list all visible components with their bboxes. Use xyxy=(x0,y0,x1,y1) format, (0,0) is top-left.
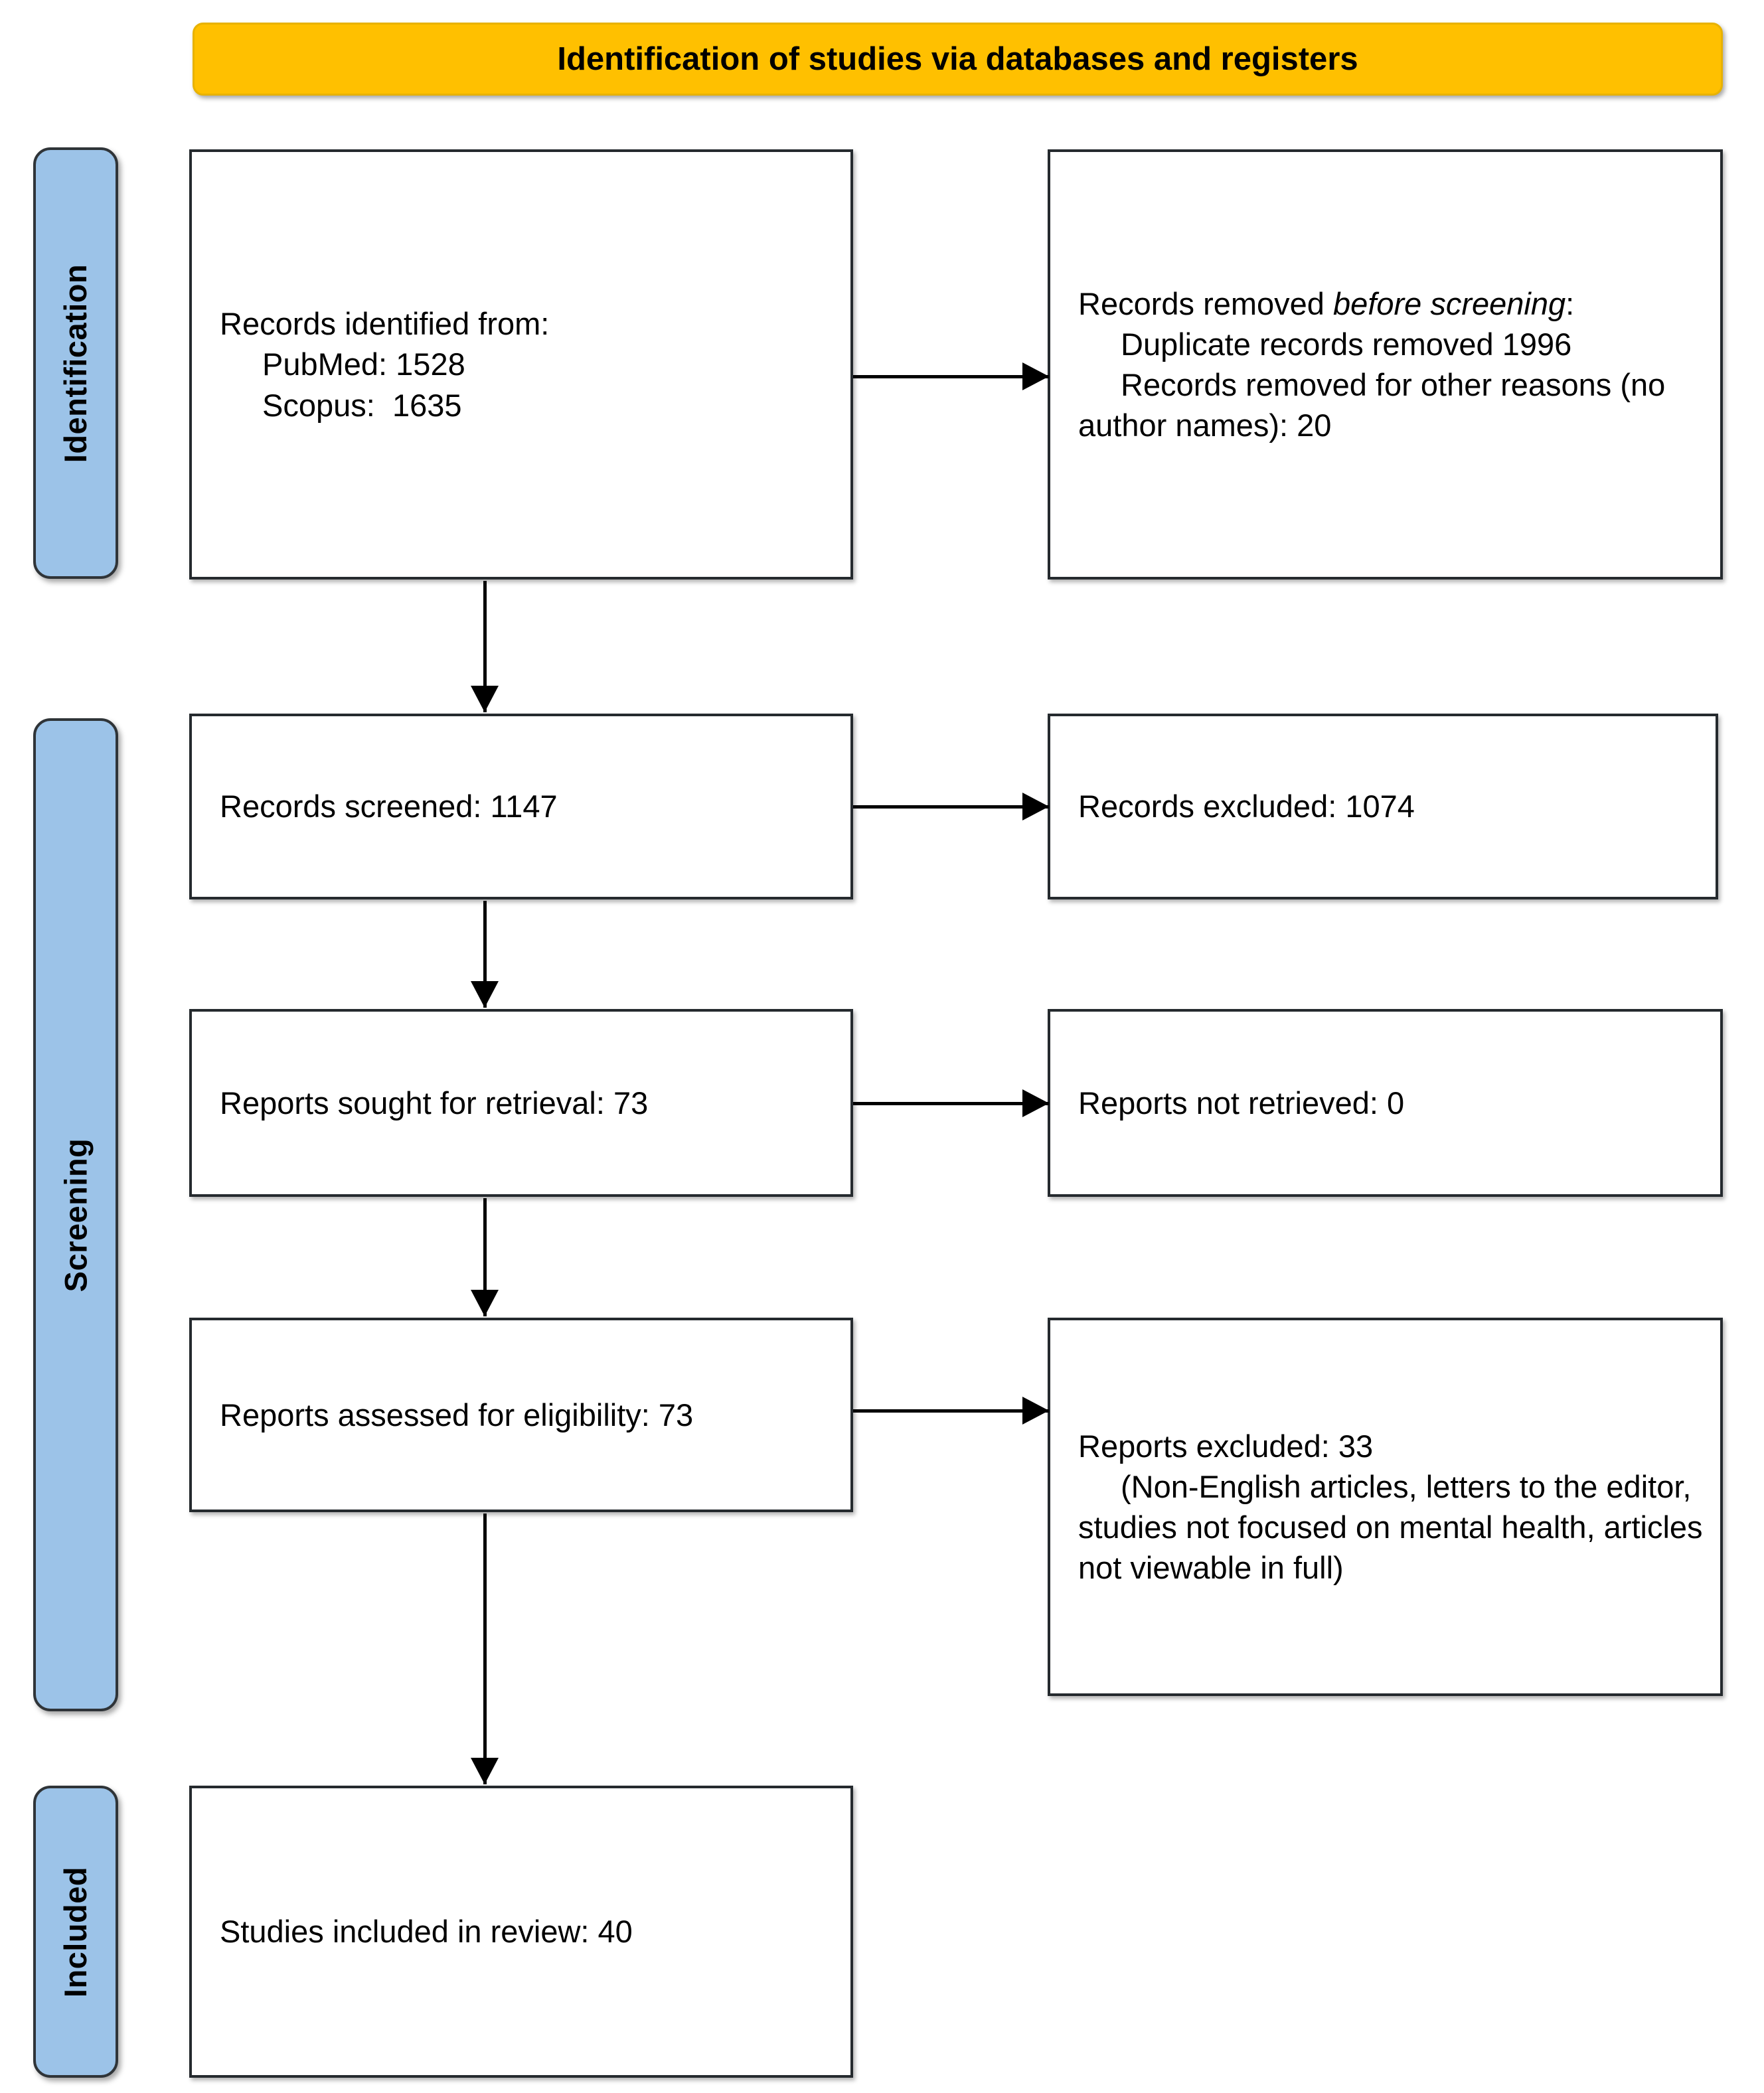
reports-excluded-reasons: (Non-English articles, letters to the ed… xyxy=(1078,1468,1712,1586)
box-studies-included-text: Studies included in review: 40 xyxy=(220,1914,633,1950)
stage-bar-identification: Identification xyxy=(33,147,118,579)
arrow-head-down-icon xyxy=(471,1758,499,1784)
box-reports-assessed-for-eligibility: Reports assessed for eligibility: 73 xyxy=(189,1318,853,1512)
records-removed-lead-italic: before screening xyxy=(1333,285,1566,321)
arrow-assessed-to-included xyxy=(458,1513,511,1784)
stage-label-identification: Identification xyxy=(58,264,94,463)
box-records-excluded-text: Records excluded: 1074 xyxy=(1078,789,1415,824)
box-studies-included-in-review: Studies included in review: 40 xyxy=(189,1786,853,2078)
arrow-head-right-icon xyxy=(1022,1397,1049,1425)
records-identified-scopus: Scopus: 1635 xyxy=(262,387,462,423)
box-records-removed-before-screening: Records removed before screening: Duplic… xyxy=(1048,149,1723,580)
arrow-shaft xyxy=(483,581,487,712)
arrow-assessed-to-reports-excluded xyxy=(853,1396,1049,1425)
box-records-screened-text: Records screened: 1147 xyxy=(220,789,558,824)
arrow-head-right-icon xyxy=(1022,362,1049,390)
arrow-head-right-icon xyxy=(1022,1089,1049,1117)
arrow-shaft xyxy=(853,1102,1049,1105)
records-identified-pubmed: PubMed: 1528 xyxy=(262,347,465,382)
records-removed-other-reasons: Records removed for other reasons (no au… xyxy=(1078,367,1674,443)
box-records-identified: Records identified from: PubMed: 1528 Sc… xyxy=(189,149,853,580)
arrow-shaft xyxy=(483,901,487,1008)
arrow-head-down-icon xyxy=(471,981,499,1008)
arrow-shaft xyxy=(853,805,1049,809)
arrow-screened-to-excluded xyxy=(853,792,1049,821)
box-reports-not-retrieved-text: Reports not retrieved: 0 xyxy=(1078,1085,1405,1121)
diagram-header-banner: Identification of studies via databases … xyxy=(193,23,1723,96)
arrow-shaft xyxy=(853,1409,1049,1413)
records-removed-lead-prefix: Records removed xyxy=(1078,285,1333,321)
arrow-shaft xyxy=(483,1513,487,1784)
box-records-identified-text: Records identified from: PubMed: 1528 Sc… xyxy=(192,303,850,425)
box-reports-excluded-text: Reports excluded: 33 (Non-English articl… xyxy=(1050,1426,1720,1588)
box-records-removed-text: Records removed before screening: Duplic… xyxy=(1050,283,1720,445)
box-reports-excluded: Reports excluded: 33 (Non-English articl… xyxy=(1048,1318,1723,1696)
stage-label-included: Included xyxy=(58,1866,94,1997)
arrow-sought-to-not-retrieved xyxy=(853,1089,1049,1118)
reports-excluded-count-line: Reports excluded: 33 xyxy=(1078,1428,1374,1464)
arrow-shaft xyxy=(483,1198,487,1316)
stage-bar-included: Included xyxy=(33,1786,118,2078)
arrow-head-down-icon xyxy=(471,686,499,712)
box-records-excluded: Records excluded: 1074 xyxy=(1048,714,1718,899)
arrow-shaft xyxy=(853,375,1049,378)
diagram-title: Identification of studies via databases … xyxy=(557,41,1358,77)
arrow-head-right-icon xyxy=(1022,793,1049,820)
arrow-screened-to-sought xyxy=(458,901,511,1008)
arrow-sought-to-assessed xyxy=(458,1198,511,1316)
stage-label-screening: Screening xyxy=(58,1138,94,1292)
arrow-identified-to-screened xyxy=(458,581,511,712)
box-records-screened: Records screened: 1147 xyxy=(189,714,853,899)
records-removed-lead-suffix: : xyxy=(1565,285,1575,321)
arrow-head-down-icon xyxy=(471,1290,499,1316)
records-removed-duplicates: Duplicate records removed 1996 xyxy=(1121,326,1572,362)
stage-bar-screening: Screening xyxy=(33,718,118,1711)
box-reports-not-retrieved: Reports not retrieved: 0 xyxy=(1048,1009,1723,1197)
arrow-identified-to-removed xyxy=(853,362,1049,391)
box-reports-sought-text: Reports sought for retrieval: 73 xyxy=(220,1085,649,1121)
box-reports-assessed-text: Reports assessed for eligibility: 73 xyxy=(220,1397,694,1433)
box-reports-sought-for-retrieval: Reports sought for retrieval: 73 xyxy=(189,1009,853,1197)
records-identified-line1: Records identified from: xyxy=(220,306,550,342)
